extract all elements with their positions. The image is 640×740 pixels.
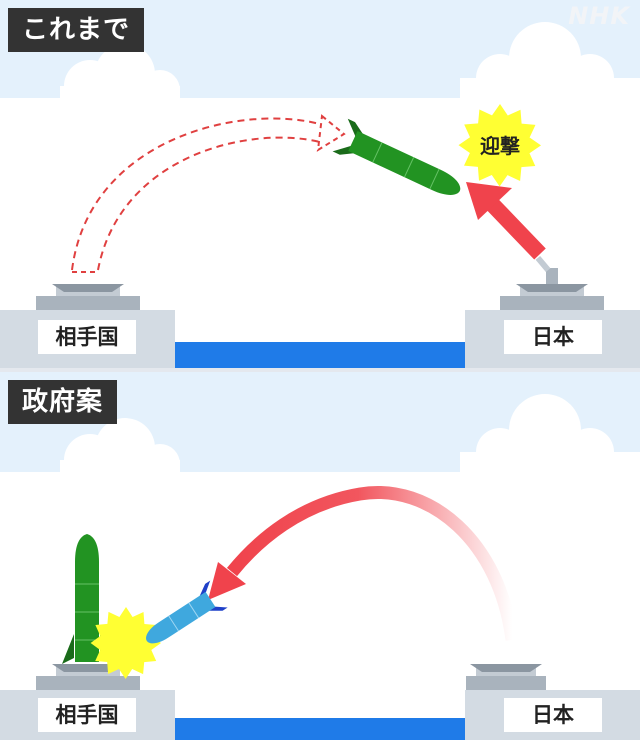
sea [175, 342, 465, 368]
panel-current-policy: これまで NHK 迎撃 相手国 日本 [0, 0, 640, 368]
sea [175, 718, 465, 740]
panel-tag-proposal: 政府案 [8, 380, 117, 424]
dashed-arrowhead [318, 116, 344, 150]
interceptor-launcher [500, 256, 604, 310]
missile-trajectory-dashed [72, 118, 332, 270]
country-label-opponent: 相手国 [38, 698, 136, 732]
scene-current-policy [0, 0, 640, 368]
panel-tag-current: これまで [8, 8, 144, 52]
launcher-right [466, 664, 546, 690]
intercept-label: 迎撃 [470, 130, 530, 159]
country-label-japan: 日本 [504, 320, 602, 354]
interceptor-arrow [466, 182, 540, 254]
green-missile [333, 119, 468, 207]
strike-trajectory-arrow [232, 492, 512, 640]
country-label-japan: 日本 [504, 698, 602, 732]
country-label-opponent: 相手国 [38, 320, 136, 354]
missile-trajectory-dashed-inner [98, 138, 320, 270]
broadcaster-logo: NHK [568, 2, 630, 30]
scene-government-proposal [0, 372, 640, 740]
panel-government-proposal: 政府案 相手国 日本 [0, 372, 640, 740]
launcher-left [36, 284, 140, 310]
